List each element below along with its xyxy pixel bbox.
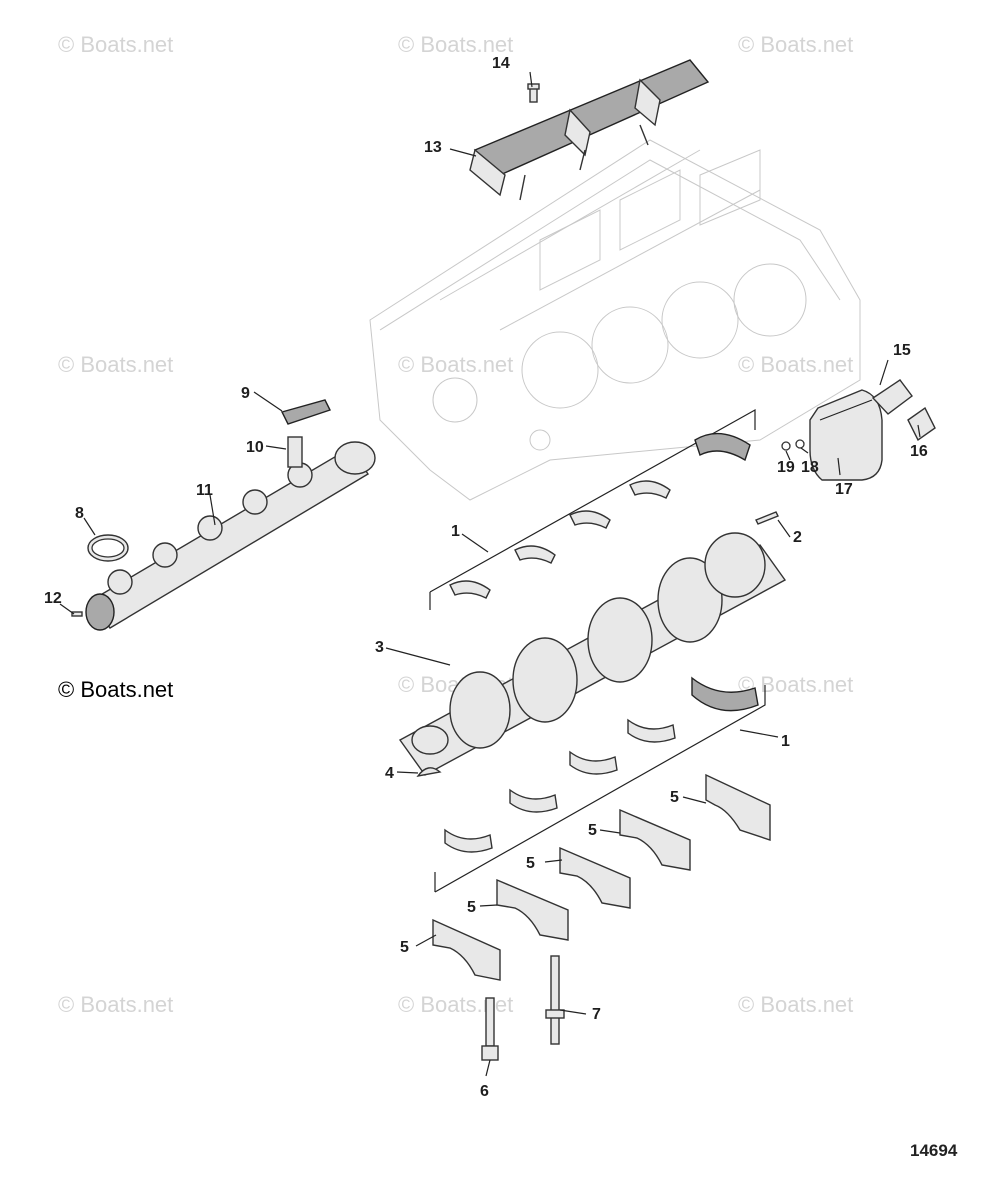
lower-main-bearings [434,676,766,893]
leader-lines [59,71,921,1077]
callout-5-c: 5 [526,855,535,872]
watermark-2: © Boats.net [398,32,513,57]
tray-bolt [527,83,540,103]
watermark-10: © Boats.net [398,992,513,1017]
watermark-3: © Boats.net [738,32,853,57]
callout-5-a: 5 [400,939,409,956]
callout-1-lower: 1 [781,733,790,750]
cam-bearing [87,534,129,562]
callout-11: 11 [196,482,213,499]
callout-2: 2 [793,529,802,546]
callout-5-e: 5 [670,789,679,806]
woodruff-key [416,767,442,777]
callout-9: 9 [241,385,250,402]
watermark-4: © Boats.net [58,352,173,377]
watermark-11: © Boats.net [738,992,853,1017]
callout-16: 16 [910,443,928,460]
watermark-9: © Boats.net [58,992,173,1017]
engine-block-ghost [369,139,861,501]
dowel-pin [755,511,779,525]
main-stud [545,955,565,1045]
callouts: 1 1 2 3 4 5 5 5 5 5 6 7 8 9 10 11 12 13 … [44,55,928,1100]
callout-13: 13 [424,139,442,156]
callout-8: 8 [75,505,84,522]
figure-number: 14694 [910,1141,958,1160]
callout-10: 10 [246,439,264,456]
filter-washers [781,439,805,451]
callout-19: 19 [777,459,795,476]
callout-1-upper: 1 [451,523,460,540]
watermarks: © Boats.net © Boats.net © Boats.net © Bo… [58,32,853,1017]
callout-4: 4 [385,765,394,782]
main-bearing-caps [432,773,771,981]
upper-main-bearings [429,408,756,610]
callout-14: 14 [492,55,510,72]
hydraulic-lifter [287,436,303,468]
dowel-pin-cam [71,611,83,617]
watermark-main: © Boats.net [58,677,173,702]
callout-17: 17 [835,481,853,498]
callout-15: 15 [893,342,911,359]
filter-fitting [871,379,913,415]
watermark-1: © Boats.net [58,32,173,57]
watermark-8: © Boats.net [738,672,853,697]
callout-12: 12 [44,590,62,607]
lifter-guide-tray [469,59,710,201]
callout-5-b: 5 [467,899,476,916]
main-bolt [481,997,499,1061]
callout-3: 3 [375,639,384,656]
crankshaft [398,532,787,776]
callout-18: 18 [801,459,819,476]
callout-5-d: 5 [588,822,597,839]
watermark-5: © Boats.net [398,352,513,377]
callout-6: 6 [480,1083,489,1100]
camshaft [85,441,376,631]
lifter-guide [280,399,331,425]
pressure-sender [907,406,936,442]
callout-7: 7 [592,1006,601,1023]
watermark-6: © Boats.net [738,352,853,377]
